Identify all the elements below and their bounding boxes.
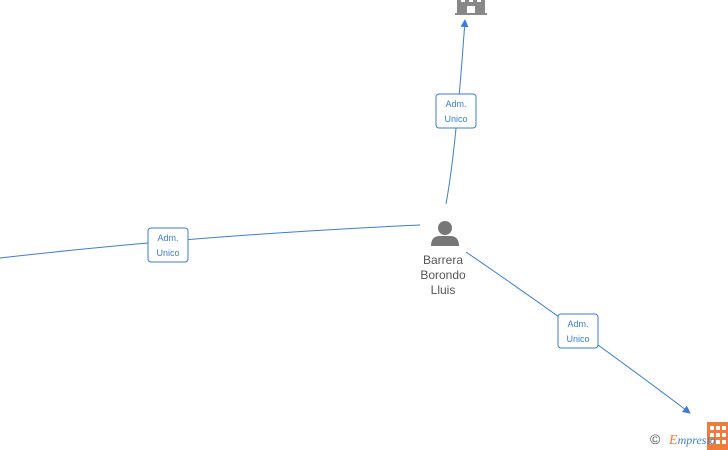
brand-rest: mpresia [678, 433, 716, 447]
brand-watermark: © Empresia [650, 431, 716, 448]
brand-name: Empresia [668, 433, 716, 448]
person-node[interactable]: Barrera Borondo Lluis [420, 221, 466, 297]
edge-label-top[interactable]: Adm. Unico [435, 93, 477, 129]
person-name-line: Barrera [423, 253, 463, 267]
person-name-line: Borondo [420, 268, 466, 282]
edge-line-top [445, 19, 469, 205]
building-icon [455, 0, 487, 15]
edge-label-line: Unico [566, 334, 589, 344]
edge-label-line: Adm. [567, 319, 588, 329]
person-icon [431, 221, 459, 246]
edge-label-line: Adm. [445, 99, 466, 109]
building-logo-icon [707, 422, 728, 450]
edge-label-left[interactable]: Adm. Unico [147, 227, 189, 263]
person-name-line: Lluis [431, 283, 456, 297]
company-node-top[interactable] [455, 0, 487, 15]
company-node-bottom-right[interactable] [707, 422, 728, 450]
brand-initial: E [668, 433, 678, 448]
edge-label-line: Unico [156, 248, 179, 258]
copyright-symbol: © [650, 431, 661, 447]
edge-line-left [0, 224, 421, 259]
edge-label-bottom-right[interactable]: Adm. Unico [557, 313, 599, 349]
edge-label-line: Adm. [157, 233, 178, 243]
edge-label-line: Unico [444, 114, 467, 124]
